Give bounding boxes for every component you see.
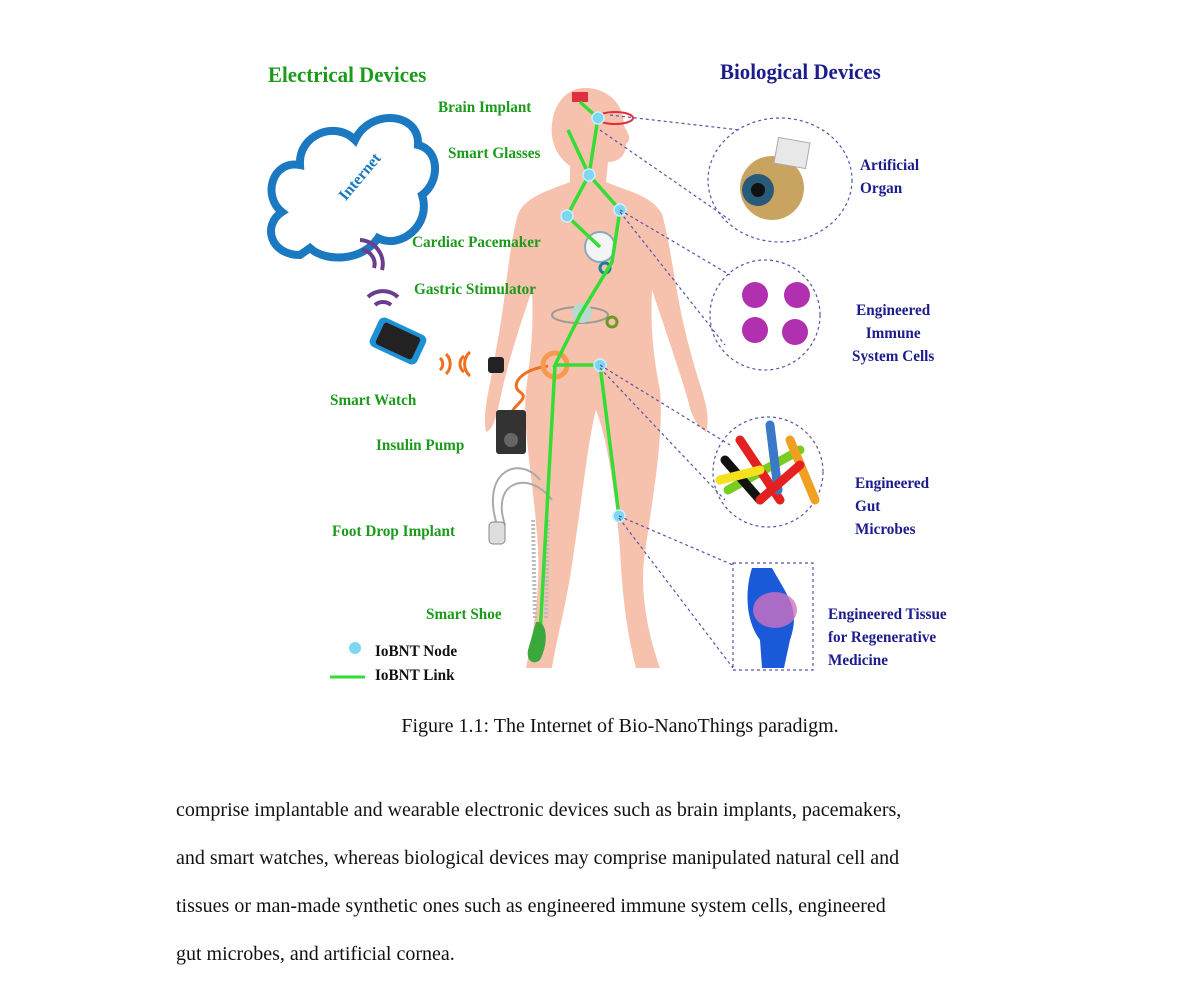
label-line: Gut — [855, 498, 881, 515]
label-foot-drop-implant: Foot Drop Implant — [332, 523, 456, 540]
body-paragraph: comprise implantable and wearable electr… — [176, 786, 1068, 978]
label-gastric-stimulator: Gastric Stimulator — [414, 281, 537, 298]
electrical-devices-heading: Electrical Devices — [268, 62, 427, 87]
label-cardiac-pacemaker: Cardiac Pacemaker — [412, 234, 541, 251]
label-line: System Cells — [852, 348, 935, 365]
label-insulin-pump: Insulin Pump — [376, 437, 465, 454]
zoom-connectors — [599, 114, 853, 671]
legend-node-icon — [349, 642, 361, 654]
body-line: tissues or man-made synthetic ones such … — [176, 895, 886, 917]
label-brain-implant: Brain Implant — [438, 99, 532, 116]
foot-drop-implant-icon — [488, 521, 506, 545]
biological-devices-heading: Biological Devices — [720, 59, 881, 84]
label-immune-cells: Engineered Immune System Cells — [852, 299, 934, 368]
immune-cells-image — [742, 282, 810, 345]
label-line: Artificial — [860, 157, 920, 174]
brain-implant-icon — [572, 92, 588, 102]
insulin-pump-icon — [496, 410, 526, 454]
label-line: Organ — [860, 180, 903, 197]
legend-node-label: IoBNT Node — [375, 643, 458, 660]
internet-cloud-icon: Internet — [267, 114, 439, 262]
label-line: Engineered Tissue — [828, 606, 947, 623]
label-gut-microbes: Engineered Gut Microbes — [855, 472, 929, 541]
iobnt-nodes — [560, 111, 627, 523]
legend-link-label: IoBNT Link — [375, 667, 455, 684]
label-smart-shoe: Smart Shoe — [426, 606, 502, 623]
wifi-signal-icon — [359, 238, 400, 307]
radio-wave-icon — [438, 350, 472, 378]
label-smart-glasses: Smart Glasses — [448, 145, 541, 162]
body-line: and smart watches, whereas biological de… — [176, 847, 900, 869]
knee-tissue-image — [747, 568, 797, 668]
human-body-silhouette — [484, 88, 708, 668]
smart-shoe-icon — [527, 621, 546, 663]
smartphone-icon — [369, 317, 427, 365]
label-line: Immune — [865, 325, 921, 342]
body-line: gut microbes, and artificial cornea. — [176, 943, 455, 965]
label-artificial-organ: Artificial Organ — [860, 154, 919, 200]
artificial-eye-image — [740, 136, 811, 220]
label-line: Medicine — [828, 652, 888, 669]
label-engineered-tissue: Engineered Tissue for Regenerative Medic… — [828, 603, 947, 672]
label-line: Microbes — [855, 521, 916, 538]
smart-watch-icon — [488, 357, 504, 373]
gut-microbes-image — [715, 420, 820, 505]
label-line: for Regenerative — [828, 629, 937, 646]
iobnt-figure: Internet — [267, 88, 853, 679]
label-line: Engineered — [855, 475, 930, 492]
body-line: comprise implantable and wearable electr… — [176, 799, 902, 821]
label-line: Engineered — [856, 302, 931, 319]
label-smart-watch: Smart Watch — [330, 392, 417, 409]
figure-caption: Figure 1.1: The Internet of Bio-NanoThin… — [401, 715, 839, 737]
